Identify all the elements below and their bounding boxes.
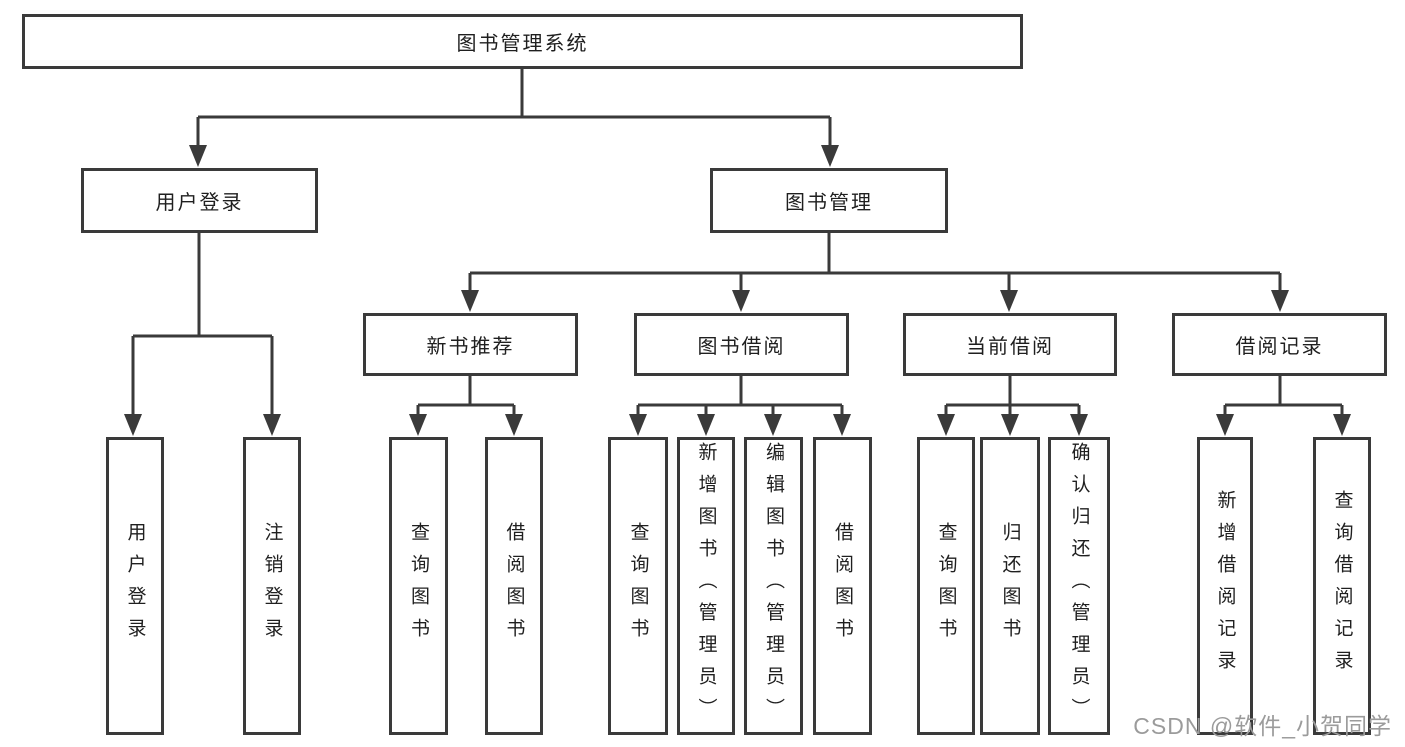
module-book-borrow: 图书借阅 (634, 313, 849, 376)
node-user-login-branch-label: 用户登录 (155, 192, 244, 214)
module-new-book-recommend-label: 新书推荐 (426, 336, 515, 358)
leaf-return-book-label: 归还图书 (999, 522, 1021, 650)
leaf-return-book: 归还图书 (980, 437, 1040, 735)
leaf-add-book-admin-label: 新增图书（管理员） (695, 442, 717, 730)
leaf-confirm-return-admin: 确认归还（管理员） (1048, 437, 1110, 735)
leaf-borrow-book-recommend-label: 借阅图书 (503, 522, 525, 650)
leaf-query-book-recommend-label: 查询图书 (408, 522, 429, 650)
node-root-system-label: 图书管理系统 (456, 33, 589, 55)
leaf-borrow-book-label: 借阅图书 (832, 522, 853, 650)
leaf-query-book-current: 查询图书 (917, 437, 975, 735)
leaf-user-login: 用户登录 (106, 437, 164, 735)
leaf-confirm-return-admin-label: 确认归还（管理员） (1068, 442, 1090, 730)
node-book-management-branch-label: 图书管理 (785, 192, 873, 214)
leaf-query-book-recommend: 查询图书 (389, 437, 448, 735)
module-new-book-recommend: 新书推荐 (363, 313, 578, 376)
leaf-edit-book-admin: 编辑图书（管理员） (744, 437, 803, 735)
leaf-edit-book-admin-label: 编辑图书（管理员） (763, 442, 784, 730)
leaf-query-book-current-label: 查询图书 (935, 522, 957, 650)
leaf-borrow-book: 借阅图书 (813, 437, 872, 735)
module-borrow-records: 借阅记录 (1172, 313, 1387, 376)
module-book-borrow-label: 图书借阅 (697, 336, 786, 358)
leaf-query-book-borrow: 查询图书 (608, 437, 668, 735)
node-user-login-branch: 用户登录 (81, 168, 318, 233)
leaf-add-borrow-record: 新增借阅记录 (1197, 437, 1253, 735)
node-root-system: 图书管理系统 (22, 14, 1023, 69)
leaf-query-borrow-record: 查询借阅记录 (1313, 437, 1371, 735)
leaf-logout-label: 注销登录 (261, 522, 283, 650)
leaf-logout: 注销登录 (243, 437, 301, 735)
leaf-query-borrow-record-label: 查询借阅记录 (1331, 490, 1353, 682)
leaf-add-borrow-record-label: 新增借阅记录 (1214, 490, 1236, 682)
leaf-user-login-label: 用户登录 (124, 522, 146, 650)
module-borrow-records-label: 借阅记录 (1235, 336, 1324, 358)
module-current-borrow: 当前借阅 (903, 313, 1117, 376)
csdn-watermark: CSDN @软件_小贺同学 (1133, 713, 1392, 739)
node-book-management-branch: 图书管理 (710, 168, 948, 233)
module-current-borrow-label: 当前借阅 (966, 336, 1054, 358)
leaf-borrow-book-recommend: 借阅图书 (485, 437, 543, 735)
leaf-query-book-borrow-label: 查询图书 (627, 522, 649, 650)
leaf-add-book-admin: 新增图书（管理员） (677, 437, 735, 735)
